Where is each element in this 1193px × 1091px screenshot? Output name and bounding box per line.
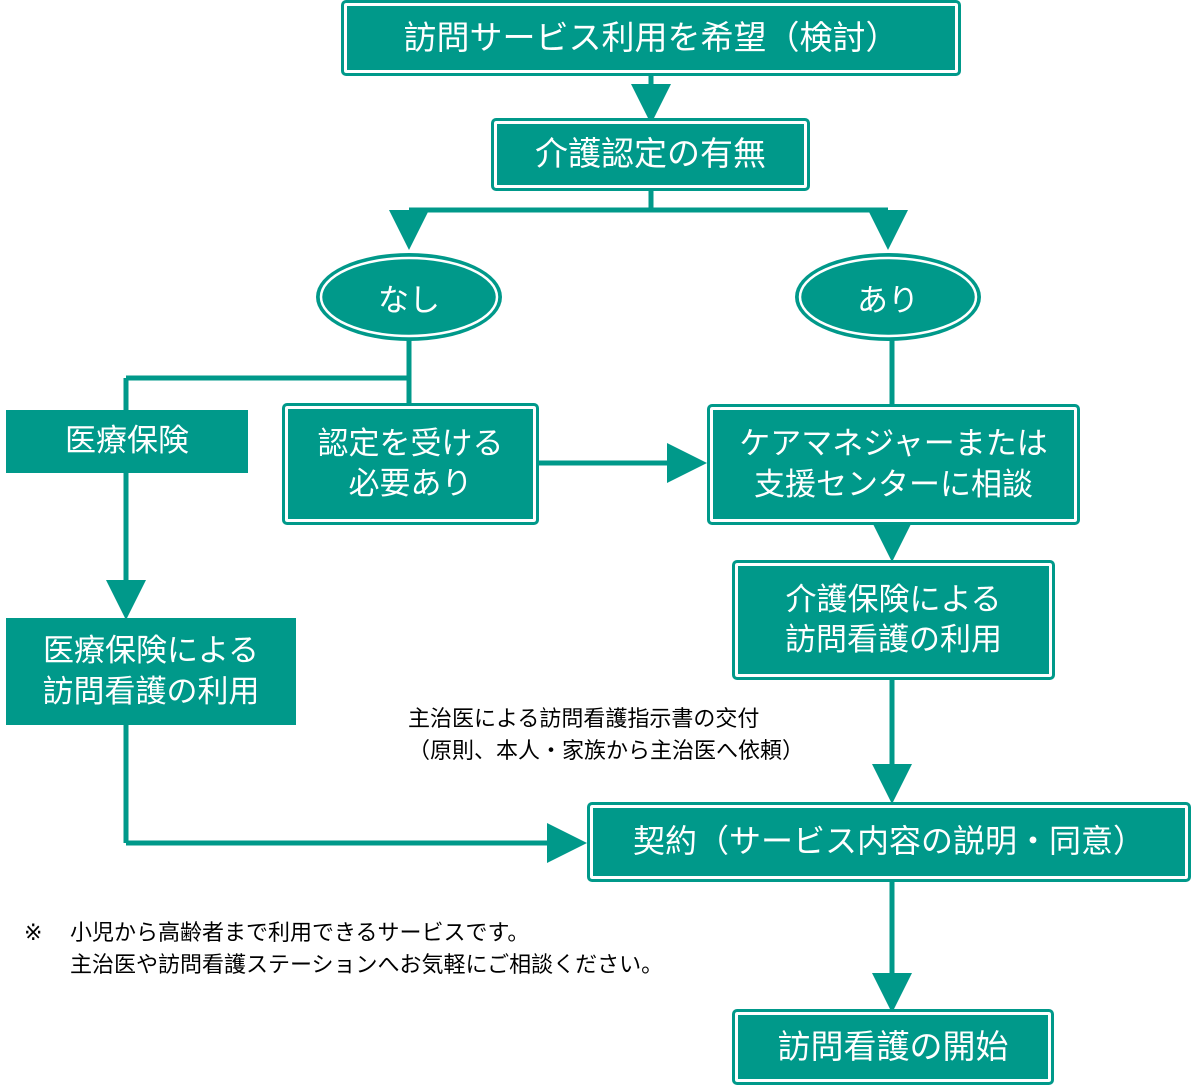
consult-line-2: 支援センターに相談 [753,466,1033,503]
footnote-line-1: 小児から高齢者まで利用できるサービスです。 [70,921,530,946]
footnote-line-2: 主治医や訪問看護ステーションへお気軽にご相談ください。 [70,952,664,978]
ellipse-yes-shape [795,253,981,341]
instruction-note-line-2: （原則、本人・家族から主治医へ依頼） [408,738,805,764]
instruction-note-line-1: 主治医による訪問看護指示書の交付 [408,707,760,732]
start-node-label: 訪問サービス利用を希望（検討） [403,17,899,57]
care-visit-line-1: 介護保険による [785,581,1002,618]
none-label: なし [378,282,440,319]
instruction-note: 主治医による訪問看護指示書の交付 （原則、本人・家族から主治医へ依頼） [408,704,804,768]
care-visit-line-2: 訪問看護の利用 [785,622,1002,658]
start-node: 訪問サービス利用を希望（検討） [341,0,961,76]
care-visit-node: 介護保険による 訪問看護の利用 [732,560,1055,680]
medical-insurance-label: 医療保険 [65,423,189,460]
consult-node: ケアマネジャーまたは 支援センターに相談 [707,404,1080,525]
contract-node: 契約（サービス内容の説明・同意） [587,802,1191,882]
contract-label: 契約（サービス内容の説明・同意） [632,822,1145,861]
medical-visit-line-1: 医療保険による [42,633,260,670]
medical-insurance-node: 医療保険 [6,410,248,473]
need-cert-line-2: 必要あり [348,466,473,502]
none-node: なし [316,253,502,341]
medical-visit-node: 医療保険による 訪問看護の利用 [6,618,296,725]
ellipse-none-shape [316,253,502,341]
need-cert-line-1: 認定を受ける [317,425,504,462]
begin-label: 訪問看護の開始 [777,1026,1009,1066]
medical-visit-line-2: 訪問看護の利用 [42,673,260,710]
begin-node: 訪問看護の開始 [732,1009,1054,1085]
need-cert-node: 認定を受ける 必要あり [282,403,539,525]
yes-label: あり [857,282,919,319]
footnote: ※ 小児から高齢者まで利用できるサービスです。 主治医や訪問看護ステーションへお… [24,918,663,982]
footnote-mark: ※ [24,921,43,946]
care-cert-node: 介護認定の有無 [491,118,810,191]
consult-line-1: ケアマネジャーまたは [739,426,1048,463]
yes-node: あり [795,253,981,341]
care-cert-label: 介護認定の有無 [535,134,766,174]
